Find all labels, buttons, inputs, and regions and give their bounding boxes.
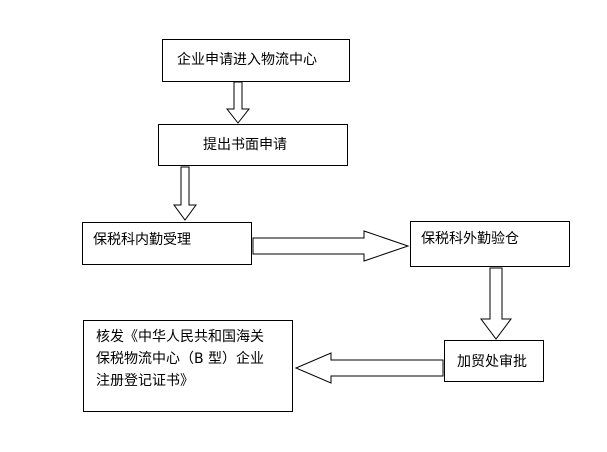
node-submit-written-application: 提出书面申请: [158, 124, 348, 166]
arrow-approve-to-certificate: [294, 352, 444, 384]
node-apply-enter-logistics-center: 企业申请进入物流中心: [162, 39, 350, 82]
node-approval: 加贸处审批: [444, 340, 544, 382]
node-label: 保税科内勤受理: [93, 232, 191, 248]
node-issue-certificate: 核发《中华人民共和国海关 保税物流中心（B 型）企业 注册登记证书》: [83, 320, 293, 412]
node-label: 保税科外勤验仓: [421, 231, 519, 247]
node-internal-acceptance: 保税科内勤受理: [82, 222, 252, 265]
node-label-line-1: 核发《中华人民共和国海关: [96, 329, 264, 345]
node-label-line-2: 保税物流中心（B 型）企业: [96, 351, 265, 367]
arrow-apply-to-written: [225, 81, 251, 124]
node-label: 提出书面申请: [203, 137, 287, 153]
arrow-written-to-internal: [173, 166, 197, 221]
node-label: 企业申请进入物流中心: [177, 52, 317, 68]
arrow-field-to-approve: [480, 267, 512, 340]
node-label: 加贸处审批: [457, 354, 527, 370]
arrow-internal-to-field: [252, 230, 410, 262]
node-label-line-3: 注册登记证书》: [96, 373, 194, 389]
node-field-inspection: 保税科外勤验仓: [410, 221, 570, 267]
